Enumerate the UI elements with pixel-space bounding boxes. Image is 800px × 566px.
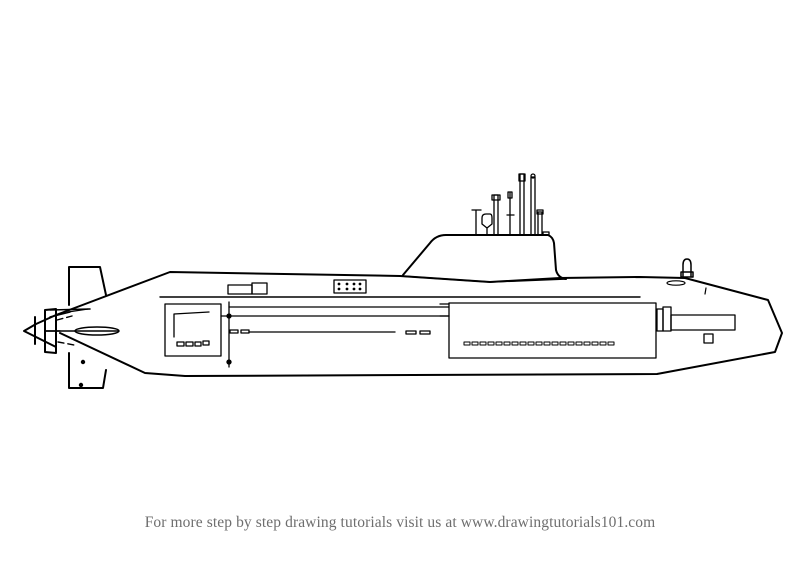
stern-fairing [44,326,120,336]
tutorial-caption: For more step by step drawing tutorials … [144,514,656,531]
sail [399,234,567,283]
deck-hatch-box [227,282,268,295]
bow-fitting [666,258,707,295]
vent-grid [333,279,367,294]
bow-sonar-block [656,306,736,344]
conduit-lines [226,301,450,368]
control-panel [164,303,230,357]
lower-tail-fin [68,352,107,389]
torpedo-bay-panel [448,302,657,359]
masts [471,173,550,236]
upper-tail-fin [68,266,107,306]
